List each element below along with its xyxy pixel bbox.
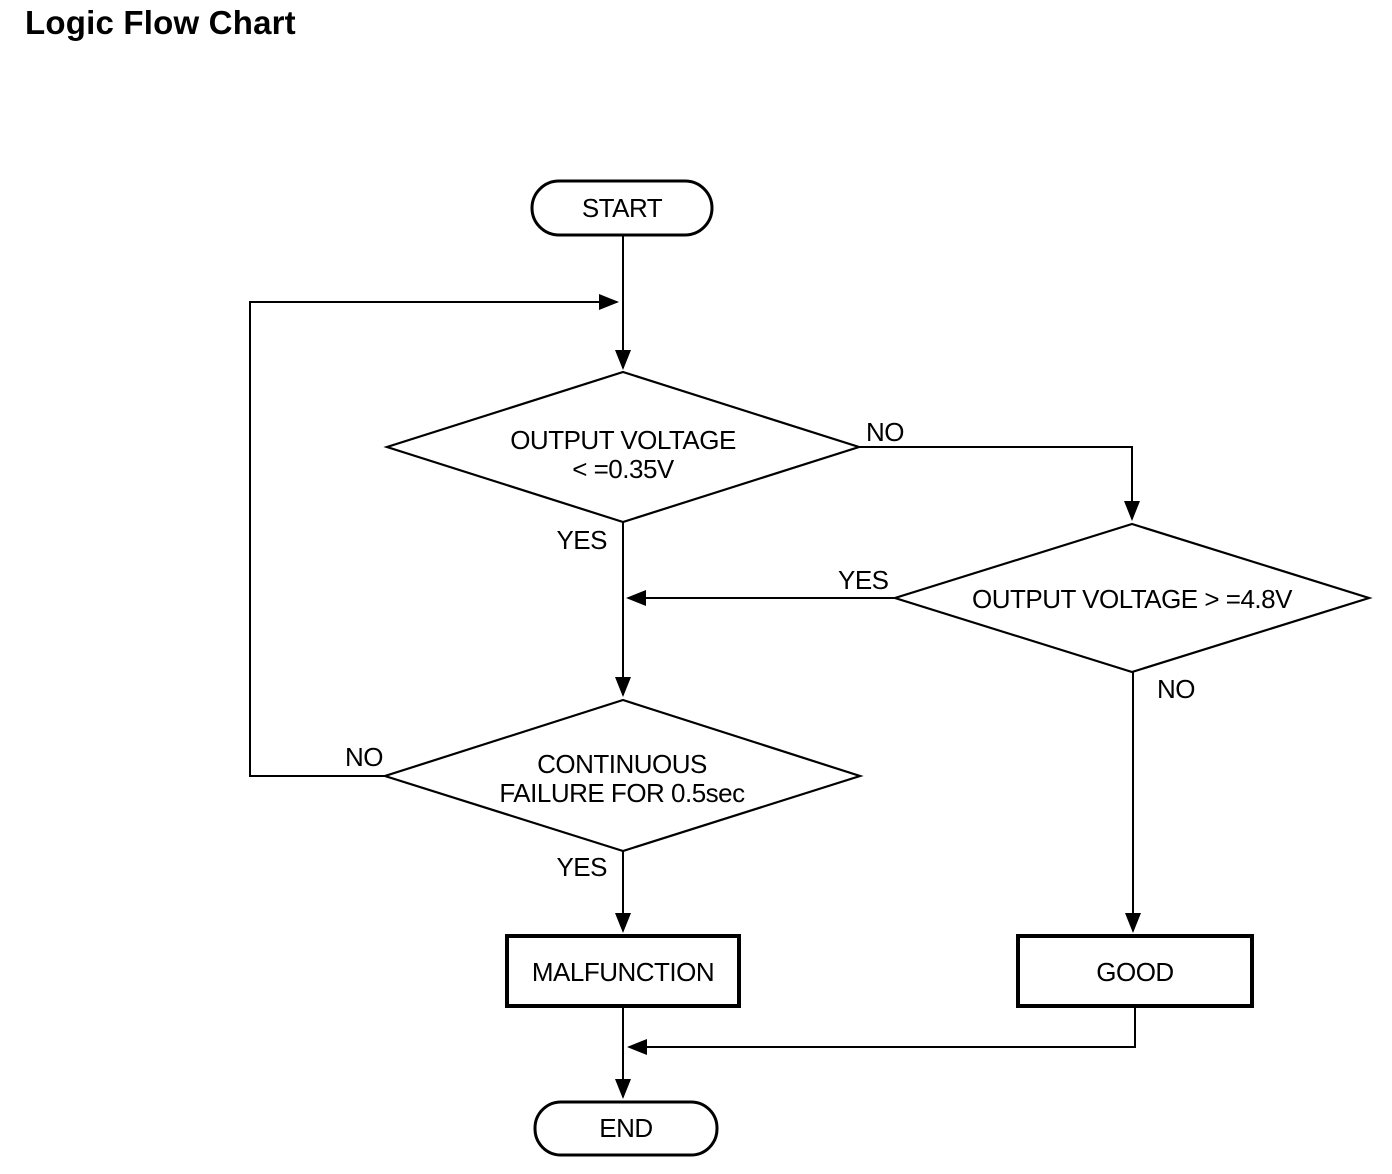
decision-output-voltage-low: OUTPUT VOLTAGE < =0.35V <box>383 370 863 524</box>
edge-good-to-end <box>627 1006 1136 1055</box>
decision-continuous-failure: CONTINUOUS FAILURE FOR 0.5sec <box>381 698 864 853</box>
page-title: Logic Flow Chart <box>25 4 296 41</box>
malfunction-node-label: MALFUNCTION <box>532 957 714 987</box>
branch-label-check-high-no: NO <box>1157 674 1195 704</box>
edge-check-low-no-to-check-high <box>859 446 1140 521</box>
decision-continuous-failure-label-line1: CONTINUOUS <box>537 749 707 779</box>
start-node-label: START <box>582 193 663 223</box>
malfunction-node: MALFUNCTION <box>505 934 741 1008</box>
decision-output-voltage-high-label: OUTPUT VOLTAGE > =4.8V <box>972 584 1293 614</box>
decision-output-voltage-high: OUTPUT VOLTAGE > =4.8V <box>891 522 1373 674</box>
end-node: END <box>533 1100 719 1157</box>
start-node: START <box>530 179 714 237</box>
branch-label-check-high-yes: YES <box>838 565 889 595</box>
good-node-label: GOOD <box>1096 957 1173 987</box>
good-node: GOOD <box>1016 934 1254 1008</box>
branch-label-check-low-yes: YES <box>556 525 607 555</box>
branch-label-continuous-failure-no: NO <box>345 742 383 772</box>
end-node-label: END <box>599 1113 652 1143</box>
edge-continuous-failure-no-loopback <box>249 294 619 777</box>
branch-label-check-low-no: NO <box>866 417 904 447</box>
branch-label-continuous-failure-yes: YES <box>556 852 607 882</box>
decision-continuous-failure-label-line2: FAILURE FOR 0.5sec <box>499 778 745 808</box>
end-node-shape <box>533 1100 719 1157</box>
decision-output-voltage-low-label-line1: OUTPUT VOLTAGE <box>510 425 736 455</box>
decision-output-voltage-low-label-line2: < =0.35V <box>572 454 675 484</box>
